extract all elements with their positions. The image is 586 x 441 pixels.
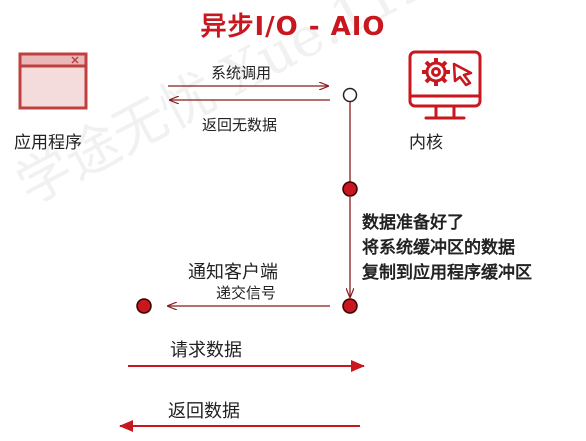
copy-done-node: [342, 298, 358, 314]
kernel-start-node: [342, 87, 358, 103]
monitor-gear-cursor-icon: [408, 50, 482, 120]
return-label: 返回数据: [168, 401, 240, 422]
page-title: 异步I/O - AIO: [200, 12, 386, 42]
app-label: 应用程序: [14, 133, 82, 153]
signal-label: 递交信号: [216, 284, 277, 302]
copy-buffer-line: 将系统缓冲区的数据: [362, 238, 515, 258]
data-ready-note: 数据准备好了 将系统缓冲区的数据 复制到应用程序缓冲区: [362, 211, 532, 286]
data-ready-line: 数据准备好了: [362, 213, 464, 233]
copy-target-line: 复制到应用程序缓冲区: [362, 263, 532, 283]
no-data-label: 返回无数据: [202, 116, 278, 134]
app-window-icon: [18, 52, 88, 110]
syscall-label: 系统调用: [211, 64, 272, 82]
notify-label: 通知客户端: [188, 262, 278, 283]
request-label: 请求数据: [170, 340, 242, 361]
data-ready-node: [342, 181, 358, 197]
kernel-label: 内核: [409, 133, 443, 153]
app-notified-node: [136, 298, 152, 314]
